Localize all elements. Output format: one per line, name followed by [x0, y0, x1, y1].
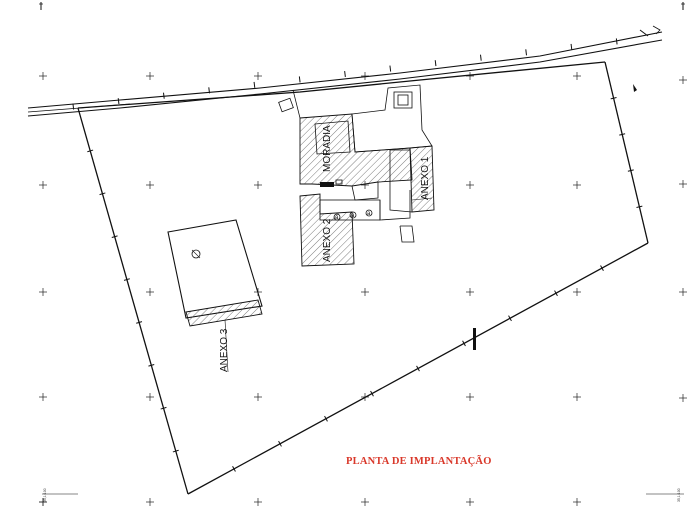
survey-tick — [117, 98, 120, 105]
drawing-title: PLANTA DE IMPLANTAÇÃO — [346, 455, 492, 467]
courtyard-lines — [278, 84, 433, 243]
label-anexo-1: ANEXO 1 — [420, 156, 431, 200]
side-annotation-right: 35,1:100 — [646, 488, 684, 502]
survey-tick — [434, 60, 437, 67]
survey-tick — [172, 449, 179, 453]
annex-2 — [299, 190, 411, 267]
survey-tick — [148, 364, 155, 367]
boundary-survey-ticks — [72, 38, 643, 472]
survey-tick — [416, 365, 420, 372]
survey-tick — [163, 92, 165, 99]
survey-tick — [298, 76, 301, 83]
survey-tick — [615, 38, 618, 45]
main-house — [299, 113, 413, 201]
north-marker-right — [681, 2, 685, 10]
point-marker — [633, 84, 637, 92]
annex-3 — [167, 219, 263, 373]
survey-tick — [370, 390, 374, 397]
survey-tick — [610, 97, 617, 100]
survey-tick — [208, 87, 210, 94]
stair-mark-a1: a — [335, 215, 339, 221]
survey-tick — [508, 315, 512, 322]
survey-tick — [160, 406, 167, 410]
svg-text:35,1:100: 35,1:100 — [43, 488, 47, 502]
survey-tick — [600, 265, 604, 271]
survey-tick — [253, 81, 256, 88]
coordinate-grid-crosses — [39, 72, 687, 506]
survey-tick — [619, 133, 626, 136]
survey-tick — [627, 169, 634, 172]
survey-tick — [554, 290, 558, 297]
marker-bar — [473, 328, 476, 350]
survey-tick — [389, 65, 392, 72]
survey-tick — [232, 466, 236, 472]
survey-tick — [324, 415, 328, 422]
survey-tick — [99, 192, 106, 196]
survey-tick — [123, 278, 130, 281]
survey-tick — [462, 340, 466, 347]
survey-tick — [111, 235, 118, 238]
survey-tick — [480, 54, 482, 61]
survey-tick — [636, 205, 643, 208]
survey-tick — [344, 70, 346, 78]
survey-tick — [136, 321, 143, 324]
property-boundary — [77, 61, 649, 495]
north-marker-left — [39, 2, 43, 10]
stair-mark-a3: a — [367, 211, 371, 217]
survey-tick — [570, 43, 573, 50]
label-moradia: MORADIA — [322, 125, 333, 172]
survey-tick — [525, 49, 527, 56]
label-anexo-3: ANEXO 3 — [219, 328, 230, 372]
stair-mark-a2: a — [351, 213, 355, 219]
survey-tick — [72, 103, 75, 110]
survey-tick — [278, 440, 282, 447]
survey-tick — [87, 149, 94, 153]
side-annotation-left: 35,1:100 — [42, 488, 78, 502]
svg-text:35,1:100: 35,1:100 — [677, 488, 681, 502]
label-anexo-2: ANEXO 2 — [322, 218, 333, 262]
